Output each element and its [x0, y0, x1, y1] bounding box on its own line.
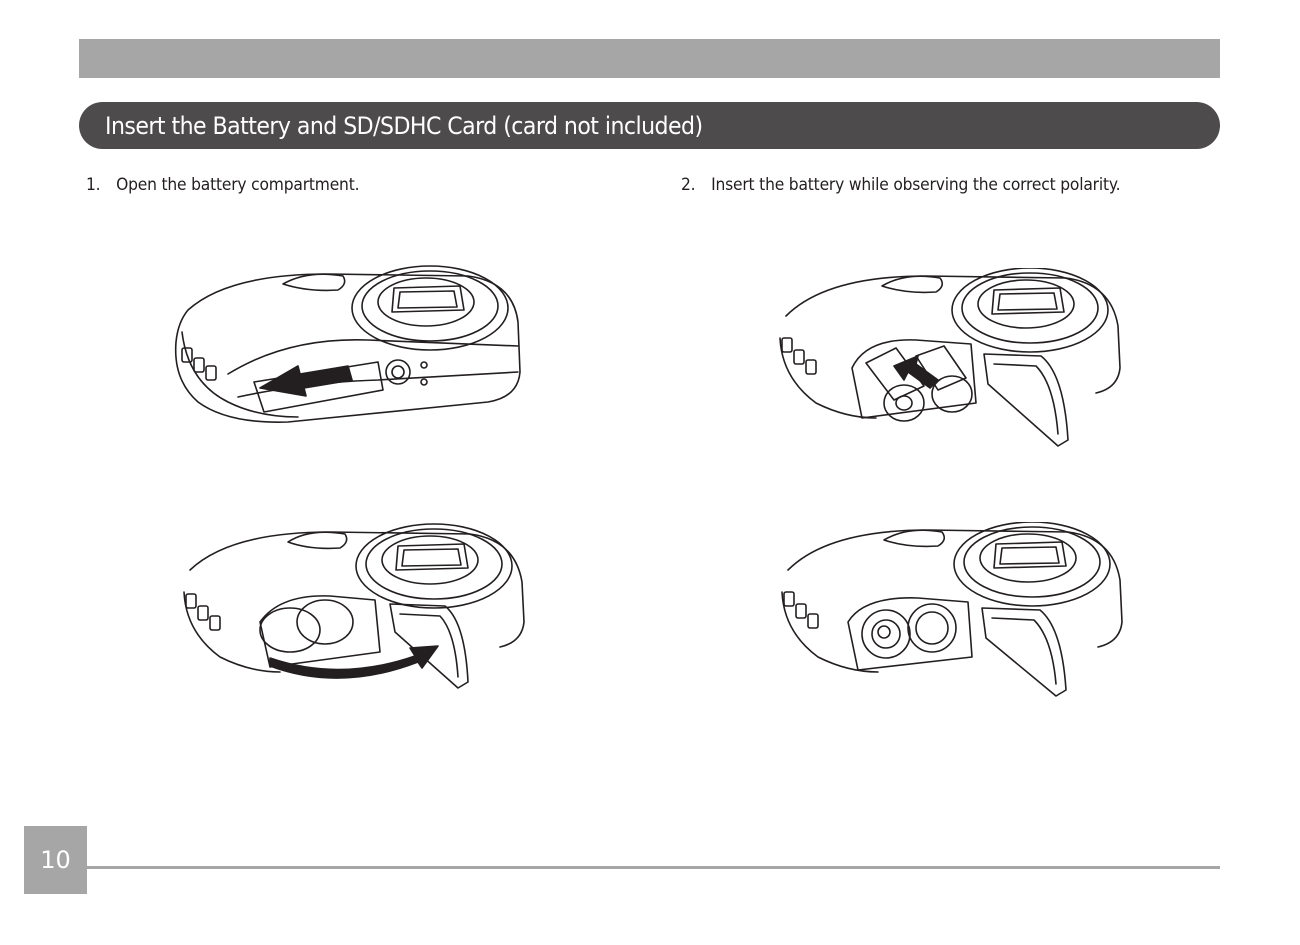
header-band	[79, 39, 1220, 78]
page-number: 10	[40, 846, 71, 874]
footer-rule	[87, 866, 1220, 869]
step-1: 1. Open the battery compartment.	[86, 175, 360, 194]
step-text: Insert the battery while observing the c…	[711, 175, 1121, 194]
step-number: 2.	[681, 175, 696, 194]
step-number: 1.	[86, 175, 101, 194]
section-title: Insert the Battery and SD/SDHC Card (car…	[105, 111, 703, 140]
section-title-bar: Insert the Battery and SD/SDHC Card (car…	[79, 102, 1220, 149]
camera-batteries-inserted-icon	[768, 522, 1128, 702]
step-2: 2. Insert the battery while observing th…	[681, 175, 1121, 194]
camera-slide-latch-icon	[168, 262, 528, 432]
camera-insert-battery-icon	[766, 268, 1126, 453]
page-number-box: 10	[24, 826, 87, 894]
camera-open-door-icon	[170, 522, 530, 697]
step-text: Open the battery compartment.	[116, 175, 360, 194]
